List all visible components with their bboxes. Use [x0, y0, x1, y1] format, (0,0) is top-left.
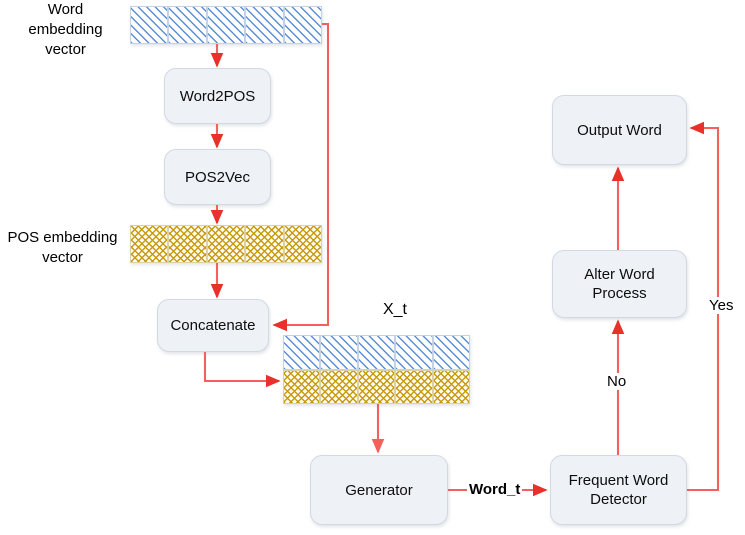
vector-cell	[283, 335, 321, 370]
vector-row-top	[283, 335, 471, 370]
vector-cell	[206, 225, 246, 263]
vector-cell	[320, 335, 358, 370]
vector-cell	[206, 6, 246, 44]
edge-label-no: No	[605, 373, 629, 390]
node-alter-word-process[interactable]: Alter Word Process	[552, 250, 687, 318]
word-embedding-vector	[130, 6, 323, 44]
vector-row-bottom	[283, 369, 471, 404]
vector-cell	[320, 369, 358, 404]
vector-cell	[395, 369, 433, 404]
vector-cell	[130, 225, 169, 263]
vector-cell	[395, 335, 433, 370]
vector-cell	[357, 369, 396, 404]
x-t-label: X_t	[382, 301, 407, 318]
node-pos2vec[interactable]: POS2Vec	[164, 149, 271, 205]
node-concatenate[interactable]: Concatenate	[157, 299, 269, 352]
edge-concatenate-to-xt	[203, 352, 281, 388]
edge-label-word-t: Word_t	[467, 481, 523, 498]
edge-label-yes: Yes	[707, 297, 736, 314]
vector-cell	[130, 6, 169, 44]
node-frequent-word-detector[interactable]: Frequent Word Detector	[550, 455, 687, 525]
node-output-word[interactable]: Output Word	[552, 95, 687, 165]
vector-cell	[432, 335, 471, 370]
edge-wordvec-to-concatenate	[272, 22, 330, 332]
node-generator[interactable]: Generator	[310, 455, 448, 525]
vector-row	[130, 225, 323, 263]
node-word2pos[interactable]: Word2POS	[164, 68, 271, 124]
pos-embedding-vector	[130, 225, 323, 263]
vector-cell	[283, 369, 321, 404]
vector-cell	[245, 6, 284, 44]
x-t-vector	[283, 335, 471, 404]
vector-cell	[168, 6, 207, 44]
vector-cell	[283, 6, 323, 44]
vector-cell	[432, 369, 471, 404]
vector-cell	[357, 335, 396, 370]
word-embedding-vector-label: Word embedding vector	[28, 1, 103, 58]
vector-cell	[245, 225, 284, 263]
vector-cell	[168, 225, 207, 263]
pos-embedding-vector-label: POS embedding vector	[7, 229, 118, 266]
vector-cell	[283, 225, 323, 263]
vector-row	[130, 6, 323, 44]
